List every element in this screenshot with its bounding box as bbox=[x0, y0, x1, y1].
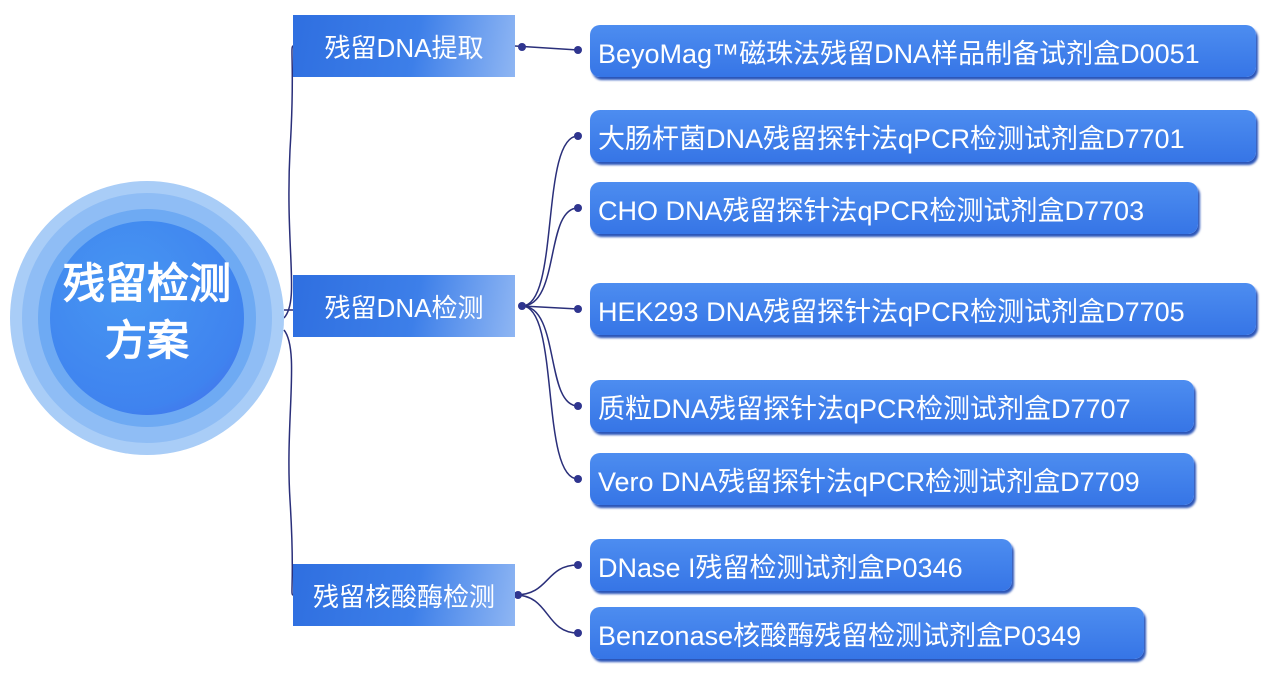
branch-nuclease-detection: 残留核酸酶检测 bbox=[293, 564, 515, 626]
branch-dna-extraction: 残留DNA提取 bbox=[293, 15, 515, 77]
leaf-d7703: CHO DNA残留探针法qPCR检测试剂盒D7703 bbox=[590, 182, 1198, 234]
root-node bbox=[50, 221, 244, 415]
leaf-d7701: 大肠杆菌DNA残留探针法qPCR检测试剂盒D7701 bbox=[590, 110, 1256, 162]
branch-dna-detection: 残留DNA检测 bbox=[293, 275, 515, 337]
leaf-d7707: 质粒DNA残留探针法qPCR检测试剂盒D7707 bbox=[590, 380, 1194, 432]
connector-root-extraction bbox=[283, 45, 294, 319]
leaf-p0346: DNase I残留检测试剂盒P0346 bbox=[590, 539, 1012, 591]
leaf-d0051: BeyoMag™磁珠法残留DNA样品制备试剂盒D0051 bbox=[590, 25, 1256, 77]
leaf-p0349: Benzonase核酸酶残留检测试剂盒P0349 bbox=[590, 607, 1144, 659]
root-label: 残留检测方案 bbox=[62, 260, 231, 364]
leaf-d7705: HEK293 DNA残留探针法qPCR检测试剂盒D7705 bbox=[590, 283, 1256, 335]
leaf-d7709: Vero DNA残留探针法qPCR检测试剂盒D7709 bbox=[590, 453, 1194, 505]
connector-root-nuclease bbox=[283, 329, 294, 596]
